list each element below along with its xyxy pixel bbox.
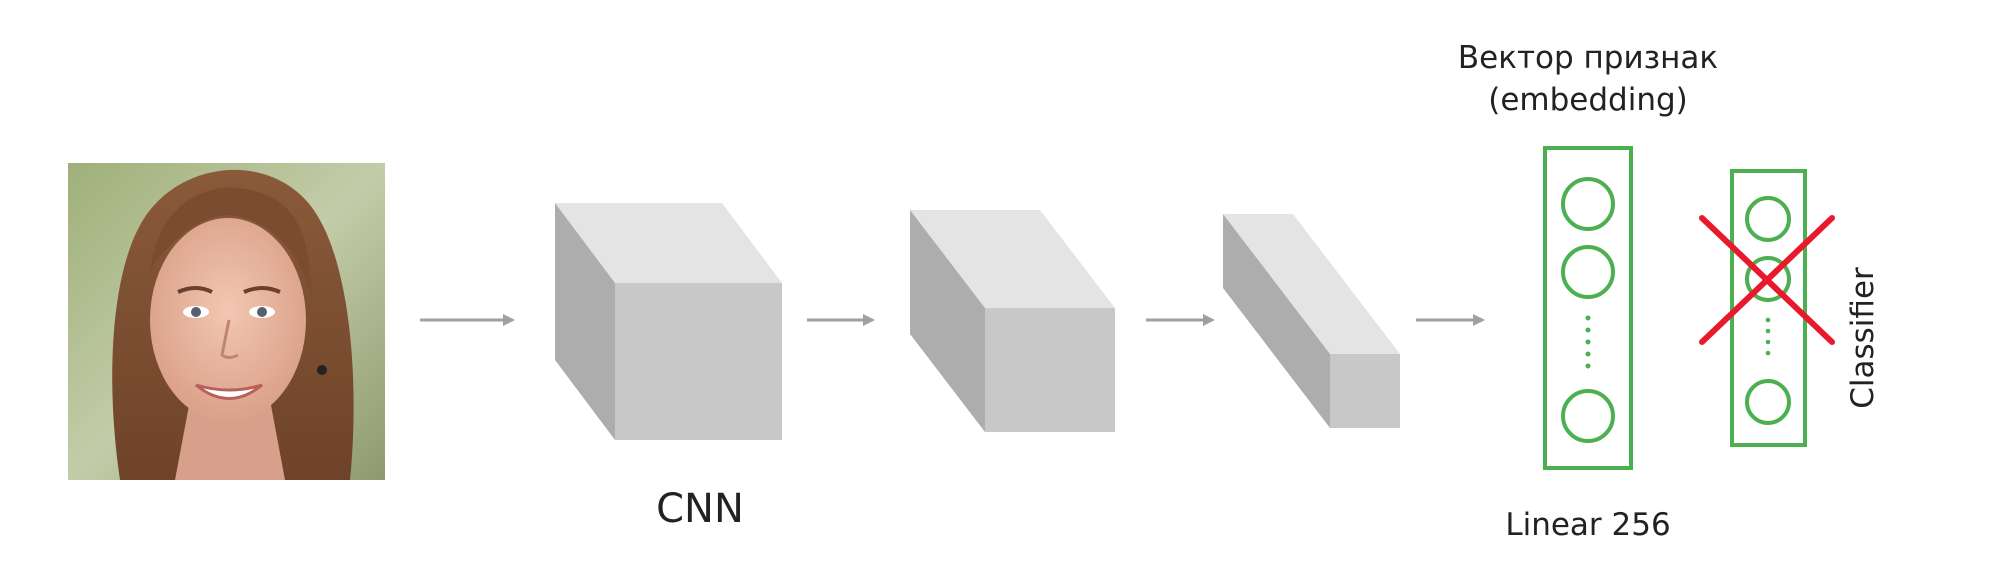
arrow-2 [807,314,875,326]
arrow-1 [420,314,515,326]
classifier-neuron [1745,256,1791,302]
classifier-ellipsis-dot [1765,350,1771,356]
classifier-neuron [1745,379,1791,425]
removed-cross-icon [1699,215,1835,345]
embedding-ellipsis-dot [1585,327,1591,333]
classifier-ellipsis-dot [1765,317,1771,323]
embedding-neuron [1561,389,1615,443]
arrow-3 [1146,314,1215,326]
arrow-4 [1416,314,1485,326]
embedding-title-line2: (embedding) [1488,82,1688,118]
classifier-ellipsis-dot [1765,339,1771,345]
input-face-image [68,163,385,480]
embedding-neuron [1561,245,1615,299]
embedding-title-line1: Вектор признак [1458,40,1718,76]
classifier-neuron [1745,196,1791,242]
embedding-neuron [1561,177,1615,231]
cnn-block-3 [1223,214,1400,428]
cnn-block-2 [910,210,1115,432]
embedding-ellipsis-dot [1585,315,1591,321]
embedding-ellipsis-dot [1585,339,1591,345]
embedding-layer [1543,146,1633,470]
embedding-ellipsis-dot [1585,363,1591,369]
classifier-layer [1730,169,1807,447]
classifier-label: Classifier [1845,267,1881,409]
classifier-ellipsis-dot [1765,328,1771,334]
embedding-ellipsis-dot [1585,351,1591,357]
cnn-block-1 [555,203,782,440]
cnn-label: CNN [656,486,744,532]
linear-label: Linear 256 [1505,507,1670,543]
